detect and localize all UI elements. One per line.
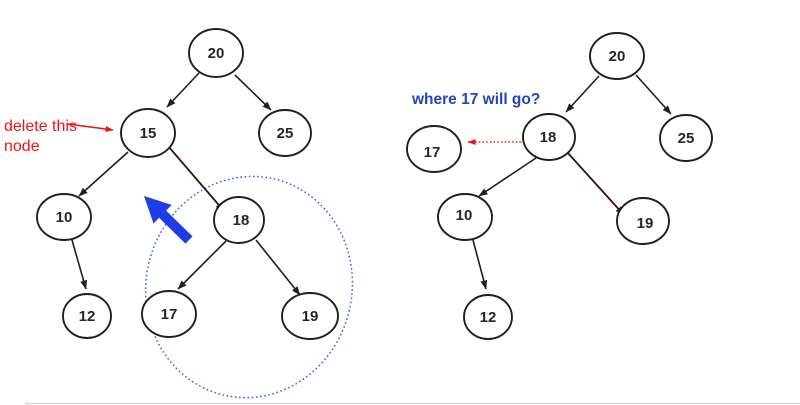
- node-circle: [188, 28, 244, 78]
- node-value: 19: [637, 215, 654, 232]
- delete-note-line1: delete this: [4, 118, 77, 135]
- node-value: 15: [140, 125, 157, 142]
- node-circle: [522, 113, 576, 161]
- node-value: 10: [56, 209, 73, 226]
- edge-20-15: [166, 72, 200, 108]
- edge-20-18: [565, 75, 600, 113]
- subtree-highlight-ellipse: [144, 175, 354, 399]
- tree-node: 12: [62, 293, 112, 339]
- node-circle: [62, 293, 112, 339]
- node-circle: [281, 292, 339, 340]
- node-value: 20: [609, 48, 626, 65]
- node-circle: [120, 108, 176, 158]
- node-value: 17: [161, 306, 178, 323]
- tree-node: 10: [437, 193, 493, 241]
- node-value: 20: [208, 45, 225, 62]
- right-tree-edges: [467, 74, 672, 290]
- edge-20-25: [234, 74, 272, 111]
- node-value: 12: [480, 309, 497, 326]
- node-circle: [213, 196, 265, 244]
- node-value: 18: [233, 212, 250, 229]
- tree-node: 17: [406, 125, 462, 173]
- edge-15-10: [78, 151, 129, 197]
- node-circle: [36, 193, 92, 241]
- node-circle: [406, 125, 462, 173]
- edge-10-12: [472, 239, 488, 290]
- delete-note: delete this node: [4, 118, 114, 155]
- delete-note-line2: node: [4, 138, 40, 155]
- node-value: 10: [456, 207, 473, 224]
- tree-node: 25: [258, 109, 312, 157]
- node-circle: [659, 114, 713, 162]
- node-circle: [463, 294, 513, 340]
- node-value: 18: [540, 129, 557, 146]
- node-value: 17: [424, 144, 441, 161]
- node-circle: [258, 109, 312, 157]
- right-tree: 20 18 25 17 10 19: [406, 32, 713, 340]
- node-circle: [437, 193, 493, 241]
- node-circle: [141, 290, 197, 338]
- tree-node: 17: [141, 290, 197, 338]
- edge-15-18-successor-arrow: [167, 145, 225, 212]
- node-value: 25: [678, 130, 695, 147]
- edge-10-12: [71, 239, 88, 290]
- node-value: 12: [79, 308, 96, 325]
- tree-node: 19: [616, 197, 670, 245]
- tree-node: 10: [36, 193, 92, 241]
- tree-node: 18: [522, 113, 576, 161]
- tree-node: 19: [281, 292, 339, 340]
- tree-node: 25: [659, 114, 713, 162]
- node-value: 19: [302, 308, 319, 325]
- left-tree-edges: [71, 72, 301, 296]
- blue-cursor-arrow: [144, 196, 193, 244]
- question-note: where 17 will go?: [411, 91, 540, 108]
- node-value: 25: [277, 125, 294, 142]
- edge-18-17: [177, 240, 227, 290]
- tree-node: 15: [120, 108, 176, 158]
- left-tree: 20 15 25 10 18 12: [36, 28, 339, 340]
- tree-node: 20: [589, 32, 645, 80]
- delete-note-arrow: [67, 123, 114, 132]
- edge-18-19: [255, 239, 301, 296]
- edge-18-10: [478, 157, 537, 197]
- tree-node: 12: [463, 294, 513, 340]
- node-circle: [616, 197, 670, 245]
- edge-20-25: [635, 74, 672, 115]
- edge-18-19-reattach-arrow: [566, 151, 625, 216]
- tree-node: 20: [188, 28, 244, 78]
- node-circle: [589, 32, 645, 80]
- tree-node: 18: [213, 196, 265, 244]
